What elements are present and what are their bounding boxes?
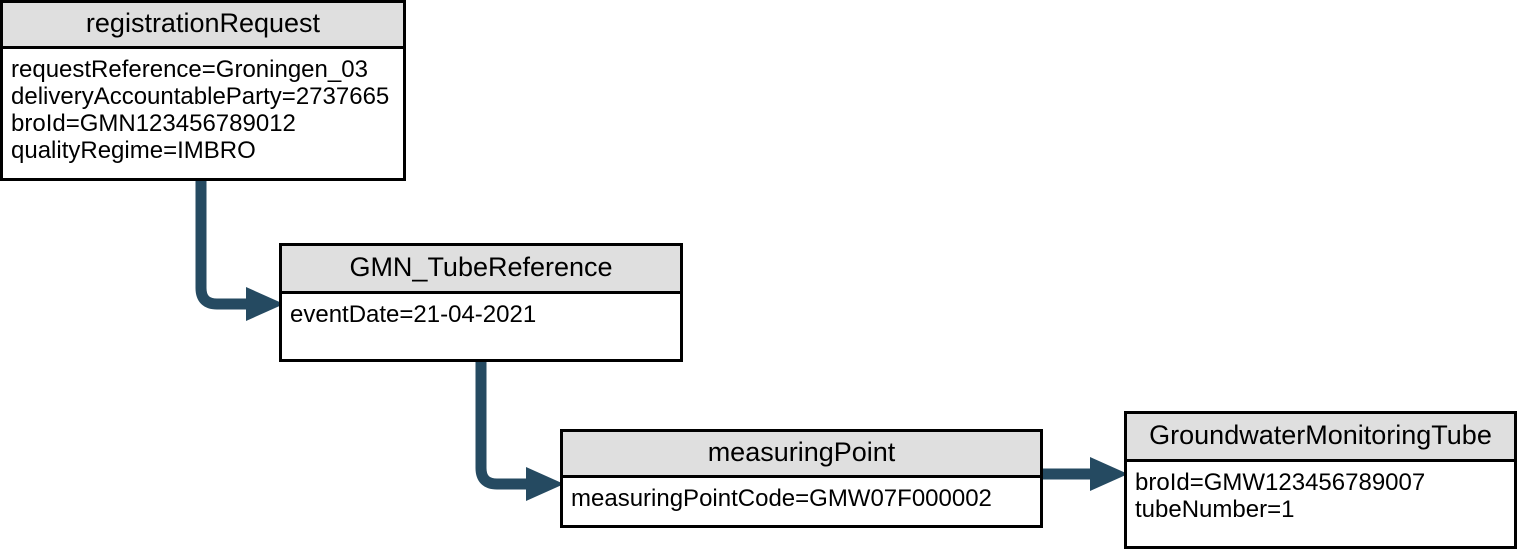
uml-box-attributes-registration-request: requestReference=Groningen_03 deliveryAc… [3, 49, 403, 164]
uml-box-title-registration-request: registrationRequest [3, 3, 403, 49]
uml-box-attributes-groundwater-monitoring-tube: broId=GMW123456789007 tubeNumber=1 [1127, 462, 1514, 523]
attribute-row: tubeNumber=1 [1135, 496, 1295, 523]
connector-measuring-point-to-groundwater-monitoring-tube [1036, 457, 1128, 491]
connector-line [195, 170, 252, 310]
attribute-row: qualityRegime=IMBRO [11, 137, 256, 164]
attribute-row: eventDate=21-04-2021 [290, 301, 537, 328]
uml-box-title-measuring-point: measuringPoint [563, 432, 1040, 478]
uml-box-attributes-gmn-tube-reference: eventDate=21-04-2021 [282, 294, 680, 328]
attribute-row: broId=GMW123456789007 [1135, 469, 1426, 496]
uml-box-registration-request[interactable]: registrationRequest requestReference=Gro… [0, 0, 406, 181]
connector-registration-request-to-gmn-tube-reference [195, 170, 284, 321]
connector-gmn-tube-reference-to-measuring-point [475, 352, 564, 501]
attribute-row: deliveryAccountableParty=2737665 [11, 83, 390, 110]
attribute-row: requestReference=Groningen_03 [11, 56, 368, 83]
uml-box-attributes-measuring-point: measuringPointCode=GMW07F000002 [563, 478, 1040, 512]
uml-box-title-groundwater-monitoring-tube: GroundwaterMonitoringTube [1127, 414, 1514, 462]
uml-box-measuring-point[interactable]: measuringPoint measuringPointCode=GMW07F… [560, 429, 1043, 528]
arrowhead-icon [526, 467, 564, 501]
uml-box-title-gmn-tube-reference: GMN_TubeReference [282, 246, 680, 294]
attribute-row: broId=GMN123456789012 [11, 110, 296, 137]
connector-line [475, 352, 532, 490]
arrowhead-icon [1090, 457, 1128, 491]
uml-box-groundwater-monitoring-tube[interactable]: GroundwaterMonitoringTube broId=GMW12345… [1124, 411, 1517, 549]
arrowhead-icon [246, 287, 284, 321]
attribute-row: measuringPointCode=GMW07F000002 [571, 485, 992, 512]
uml-box-gmn-tube-reference[interactable]: GMN_TubeReference eventDate=21-04-2021 [279, 243, 683, 362]
